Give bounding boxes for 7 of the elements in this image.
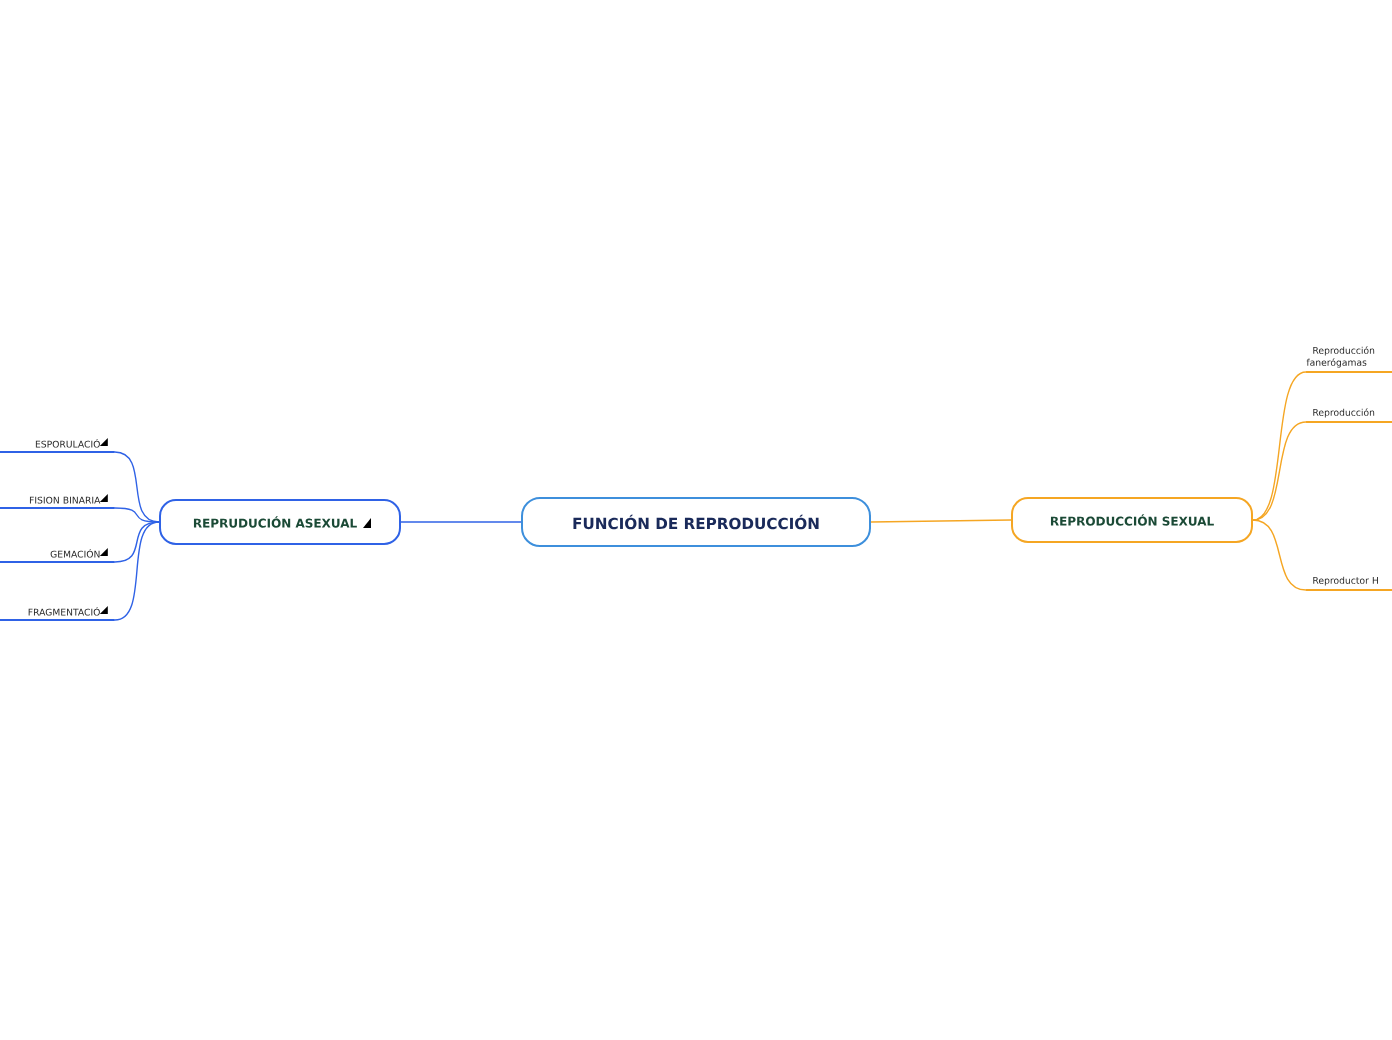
connector-line: [1252, 519, 1307, 591]
connector-line: [114, 507, 160, 523]
connector-line: [1252, 421, 1307, 521]
connector-line: [400, 521, 522, 523]
connector-line: [114, 521, 160, 621]
connector-line: [1252, 371, 1307, 521]
connector-line: [870, 519, 1012, 523]
